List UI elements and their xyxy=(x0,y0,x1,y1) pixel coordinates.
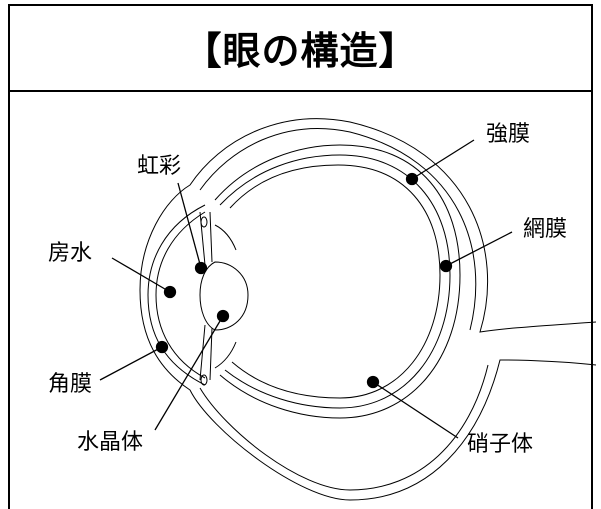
lens-leader xyxy=(154,315,224,431)
iris-leader xyxy=(177,182,202,269)
sclera-inner-lower xyxy=(199,364,489,491)
ciliary-upper xyxy=(200,216,208,228)
sclera-leader xyxy=(411,139,475,180)
label-cornea: 角膜 xyxy=(48,372,93,397)
cornea-outer xyxy=(147,204,206,386)
label-iris: 虹彩 xyxy=(137,154,182,179)
page-title: 【眼の構造】 xyxy=(183,28,418,73)
retina-leader xyxy=(445,231,513,267)
cornea-leader xyxy=(99,346,163,381)
title-bar: 【眼の構造】 xyxy=(8,4,593,92)
iris-lower xyxy=(199,324,237,381)
label-retina: 網膜 xyxy=(523,217,568,242)
vitreous-leader xyxy=(372,381,459,439)
sclera-outer xyxy=(139,118,597,501)
retina-choroid xyxy=(229,164,441,399)
cornea-inner xyxy=(155,211,206,379)
label-sclera: 強膜 xyxy=(486,122,531,147)
diagram-frame xyxy=(8,4,593,509)
ciliary-lower xyxy=(200,374,208,386)
label-lens: 水晶体 xyxy=(77,430,144,455)
aqueous-leader xyxy=(111,257,171,293)
iris-upper xyxy=(199,211,237,266)
retina-outer xyxy=(214,144,461,419)
sclera-inner xyxy=(199,128,477,331)
retina-inner xyxy=(219,154,451,409)
label-aqueous: 房水 xyxy=(48,241,93,266)
label-vitreous: 硝子体 xyxy=(467,432,534,457)
